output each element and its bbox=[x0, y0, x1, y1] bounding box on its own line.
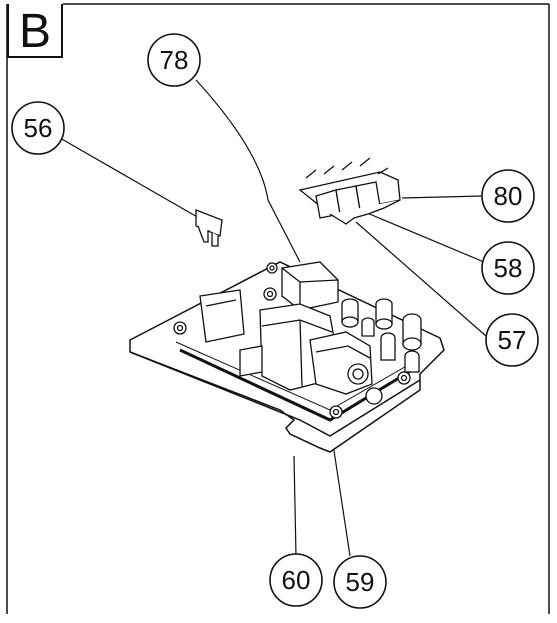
diagram-frame bbox=[6, 3, 550, 614]
callout-circle bbox=[333, 555, 387, 609]
callouts: 78 56 80 58 57 60 bbox=[11, 33, 539, 609]
callout-78: 78 bbox=[147, 33, 201, 87]
callout-label: 58 bbox=[494, 253, 523, 283]
callout-label: 60 bbox=[282, 565, 311, 595]
callout-circle bbox=[481, 241, 535, 295]
callout-circle bbox=[485, 313, 539, 367]
callout-57: 57 bbox=[485, 313, 539, 367]
mounting-screws bbox=[173, 262, 411, 419]
leader-58 bbox=[359, 209, 485, 263]
leader-60 bbox=[293, 455, 297, 557]
callout-label: 80 bbox=[494, 181, 523, 211]
callout-label: 59 bbox=[346, 567, 375, 597]
leader-56 bbox=[59, 137, 207, 223]
callout-label: 56 bbox=[24, 113, 53, 143]
callout-56: 56 bbox=[11, 101, 65, 155]
leader-57 bbox=[355, 221, 487, 337]
callout-80: 80 bbox=[481, 169, 535, 223]
callout-circle bbox=[269, 553, 323, 607]
leader-78 bbox=[195, 79, 301, 263]
callout-label: 78 bbox=[160, 45, 189, 75]
central-components bbox=[239, 303, 383, 405]
terminal-posts bbox=[341, 298, 422, 373]
callout-label: 57 bbox=[498, 325, 527, 355]
relay-block bbox=[199, 261, 339, 343]
leader-80 bbox=[401, 195, 483, 199]
callout-60: 60 bbox=[269, 553, 323, 607]
callout-circle bbox=[481, 169, 535, 223]
fuse-part bbox=[195, 209, 223, 247]
callout-circle bbox=[11, 101, 65, 155]
connector-strips-part bbox=[298, 157, 401, 225]
callout-58: 58 bbox=[481, 241, 535, 295]
callout-59: 59 bbox=[333, 555, 387, 609]
callout-circle bbox=[147, 33, 201, 87]
section-label: B bbox=[7, 4, 63, 58]
